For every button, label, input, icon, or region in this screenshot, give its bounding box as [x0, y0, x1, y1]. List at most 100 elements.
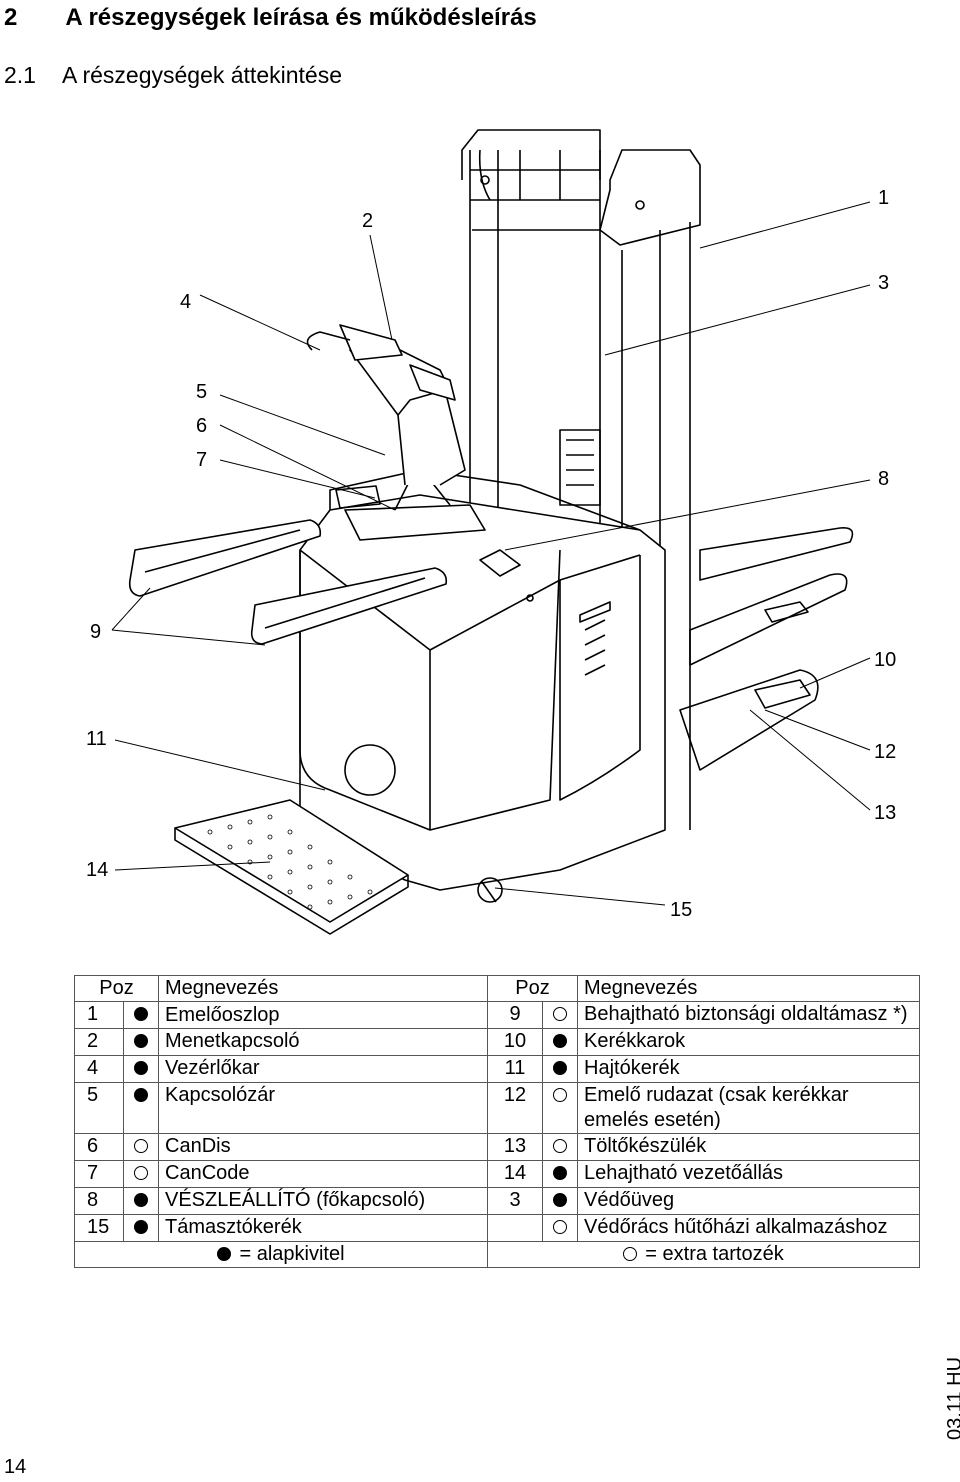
chassis [299, 469, 666, 903]
table-row: 8 VÉSZLEÁLLÍTÓ (főkapcsoló)3 Védőüveg [74, 1187, 920, 1215]
legend-basic-label: = alapkivitel [239, 1243, 345, 1265]
row-name-left: Menetkapcsoló [158, 1028, 488, 1056]
callout-7: 7 [196, 449, 208, 471]
filled-dot-icon [553, 1034, 567, 1048]
callout-9: 9 [90, 621, 102, 643]
filled-dot-icon [134, 1034, 148, 1048]
row-position-left: 5 [74, 1082, 124, 1134]
row-position-right: 10 [487, 1028, 543, 1056]
filled-dot-icon [134, 1007, 148, 1021]
row-name-right: Behajtható biztonsági oldaltámasz *) [577, 1001, 920, 1029]
row-name-left: Vezérlőkar [158, 1055, 488, 1083]
empty-circle-icon [553, 1220, 567, 1234]
callout-1: 1 [878, 187, 890, 209]
mast [461, 129, 701, 830]
header-name-2: Megnevezés [577, 975, 920, 1002]
row-position-right: 9 [487, 1001, 543, 1029]
filled-dot-icon [134, 1193, 148, 1207]
table-header-row: Poz Megnevezés Poz Megnevezés [74, 975, 920, 1002]
row-name-left: CanDis [158, 1133, 488, 1161]
filled-dot-icon [553, 1061, 567, 1075]
row-position-right: 11 [487, 1055, 543, 1083]
callout-15: 15 [670, 899, 693, 921]
header-name: Megnevezés [158, 975, 488, 1002]
chapter-number: 2 [4, 4, 18, 31]
table-footer-row: = alapkivitel = extra tartozék [74, 1241, 920, 1268]
document-code: 03.11 HU [944, 1356, 960, 1440]
filled-dot-icon [134, 1220, 148, 1234]
header-poz: Poz [74, 975, 159, 1002]
callout-6: 6 [196, 415, 208, 437]
filled-dot-icon [553, 1166, 567, 1180]
empty-circle-icon [134, 1166, 148, 1180]
callout-5: 5 [196, 381, 208, 403]
row-name-right: Emelő rudazat (csak kerékkar emelés eset… [577, 1082, 920, 1134]
chapter-heading: 2 A részegységek leírása és működésleírá… [4, 4, 537, 32]
legend-extra-label: = extra tartozék [645, 1243, 784, 1265]
row-position-left: 1 [74, 1001, 124, 1029]
callout-14: 14 [86, 859, 109, 881]
row-name-left: Kapcsolózár [158, 1082, 488, 1134]
row-name-right: Töltőkészülék [577, 1133, 920, 1161]
callout-4: 4 [180, 291, 192, 313]
row-position-left: 4 [74, 1055, 124, 1083]
header-poz-2: Poz [487, 975, 578, 1002]
row-position-left: 7 [74, 1160, 124, 1188]
filled-dot-icon [553, 1193, 567, 1207]
callout-3: 3 [878, 272, 890, 294]
row-name-right: Védőüveg [577, 1187, 920, 1215]
empty-circle-icon [623, 1247, 638, 1261]
section-heading: 2.1 A részegységek áttekintése [4, 62, 342, 89]
callout-13: 13 [874, 802, 897, 824]
row-name-left: Támasztókerék [158, 1214, 488, 1242]
row-name-right: Védőrács hűtőházi alkalmazáshoz [577, 1214, 920, 1242]
row-position-right: 12 [487, 1082, 543, 1134]
callout-11: 11 [86, 728, 107, 750]
empty-circle-icon [134, 1139, 148, 1153]
row-name-left: VÉSZLEÁLLÍTÓ (főkapcsoló) [158, 1187, 488, 1215]
page-number: 14 [4, 1456, 27, 1478]
row-position-left: 6 [74, 1133, 124, 1161]
legend-extra: = extra tartozék [487, 1241, 920, 1268]
section-title: A részegységek áttekintése [61, 62, 342, 88]
leader-lines [111, 201, 871, 906]
row-position-left: 2 [74, 1028, 124, 1056]
row-position-right: 13 [487, 1133, 543, 1161]
row-position-left: 8 [74, 1187, 124, 1215]
row-position-left: 15 [74, 1214, 124, 1242]
filled-dot-icon [134, 1088, 148, 1102]
callout-10: 10 [874, 649, 897, 671]
forks [679, 526, 854, 771]
callout-2: 2 [362, 210, 374, 232]
row-name-right: Hajtókerék [577, 1055, 920, 1083]
row-name-right: Lehajtható vezetőállás [577, 1160, 920, 1188]
row-name-left: Emelőoszlop [158, 1001, 488, 1029]
row-position-right: 3 [487, 1187, 543, 1215]
row-position-right: 14 [487, 1160, 543, 1188]
callout-12: 12 [874, 741, 897, 763]
empty-circle-icon [553, 1007, 567, 1021]
row-position-right [487, 1214, 543, 1242]
table-row: 15 Támasztókerék Védőrács hűtőházi alkalma… [74, 1214, 920, 1242]
side-guards [128, 519, 448, 645]
row-name-left: CanCode [158, 1160, 488, 1188]
legend-basic: = alapkivitel [74, 1241, 488, 1268]
empty-circle-icon [553, 1088, 567, 1102]
callout-8: 8 [878, 468, 890, 490]
chapter-title: A részegységek leírása és működésleírás [65, 4, 537, 31]
components-table: Poz Megnevezés Poz Megnevezés 1 Emelőoszl… [74, 975, 920, 1268]
section-number: 2.1 [4, 62, 36, 88]
filled-dot-icon [217, 1247, 232, 1261]
stacker-illustration [111, 129, 871, 935]
operator-platform [174, 799, 409, 935]
filled-dot-icon [134, 1061, 148, 1075]
row-name-right: Kerékkarok [577, 1028, 920, 1056]
empty-circle-icon [553, 1139, 567, 1153]
tiller [306, 324, 486, 541]
